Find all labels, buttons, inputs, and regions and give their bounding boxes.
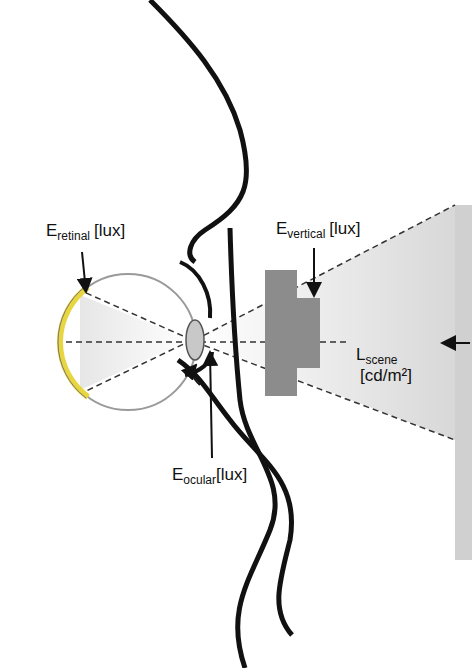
unit: [lux] [329, 219, 360, 238]
quantity-label: Eocular[lux] [172, 466, 247, 487]
quantity-label: Lscene[cd/m²] [356, 346, 412, 386]
symbol: E [46, 221, 57, 240]
subscript: retinal [57, 229, 90, 243]
quantity-label: Eretinal [lux] [46, 222, 125, 243]
subscript: vertical [287, 227, 325, 241]
quantity-label: Evertical [lux] [276, 220, 361, 241]
symbol: E [172, 465, 183, 484]
subscript: ocular [183, 473, 216, 487]
unit: [cd/m²] [360, 367, 412, 386]
symbol: E [276, 219, 287, 238]
unit: [lux] [94, 221, 125, 240]
symbol: L [356, 345, 365, 364]
subscript: scene [365, 353, 397, 367]
unit: [lux] [216, 465, 247, 484]
